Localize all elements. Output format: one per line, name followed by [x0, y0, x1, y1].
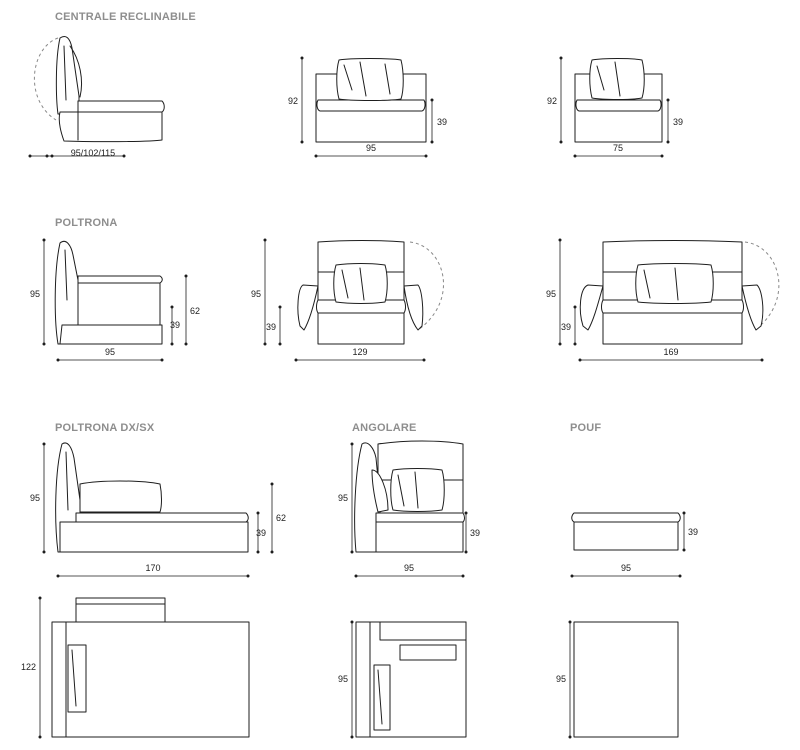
dim-poltrona-seat: 39 [170, 320, 180, 330]
poltrona-129-dims: 95 39 129 [251, 238, 426, 362]
dim-poltrona-dxsx-width: 170 [145, 563, 160, 573]
poltrona-dxsx-side-view [55, 442, 249, 553]
centrale-front-view [315, 58, 427, 143]
poltrona-dxsx-plan-dims: 122 [21, 596, 42, 739]
dim-centrale-75-seat: 39 [673, 117, 683, 127]
dim-poltrona-129-height: 95 [251, 289, 261, 299]
dim-poltrona-169-seat: 39 [561, 322, 571, 332]
section-title-poltrona: POLTRONA [55, 217, 118, 229]
section-title-poltrona-dx-sx: POLTRONA DX/SX [55, 422, 155, 434]
centrale-75-dims: 92 39 75 [547, 56, 683, 158]
dim-poltrona-dxsx-height: 95 [30, 493, 40, 503]
centrale-width-dim: 95/102/115 [28, 148, 126, 158]
dim-angolare-width: 95 [404, 563, 414, 573]
poltrona-129-front-view [297, 240, 444, 345]
poltrona-side-dims: 95 62 39 95 [30, 238, 200, 362]
dim-poltrona-dxsx-depth: 122 [21, 662, 36, 672]
dim-pouf-depth: 95 [556, 674, 566, 684]
pouf-plan-dims: 95 [556, 620, 572, 739]
poltrona-dxsx-dims: 95 62 39 170 [30, 442, 286, 578]
dim-centrale-75-width: 75 [613, 143, 623, 153]
pouf-plan-view [573, 621, 679, 738]
dim-centrale-width: 95 [366, 143, 376, 153]
poltrona-169-dims: 95 39 169 [546, 238, 764, 362]
dim-pouf-seat: 39 [688, 527, 698, 537]
dim-poltrona-dxsx-seat: 39 [256, 528, 266, 538]
dim-poltrona-129-seat: 39 [266, 322, 276, 332]
dim-centrale-height: 92 [288, 96, 298, 106]
pouf-side-view [571, 512, 681, 551]
section-title-pouf: POUF [570, 422, 602, 434]
dim-pouf-width: 95 [621, 563, 631, 573]
poltrona-side-view [54, 240, 163, 345]
centrale-75-front-view [574, 58, 663, 143]
poltrona-dxsx-plan-view [51, 597, 250, 738]
angolare-side-view [354, 440, 465, 553]
pouf-dims: 39 95 [570, 511, 698, 578]
dim-poltrona-129-width: 129 [352, 347, 367, 357]
dim-angolare-seat: 39 [470, 528, 480, 538]
dim-angolare-height: 95 [338, 493, 348, 503]
poltrona-169-front-view [579, 240, 780, 345]
dim-poltrona-169-height: 95 [546, 289, 556, 299]
angolare-plan-dims: 95 [338, 620, 354, 739]
dim-poltrona-169-width: 169 [663, 347, 678, 357]
dim-angolare-depth: 95 [338, 674, 348, 684]
dim-centrale-75-height: 92 [547, 96, 557, 106]
dim-poltrona-height: 95 [30, 289, 40, 299]
angolare-dims: 95 39 95 [338, 442, 480, 578]
section-title-angolare: ANGOLARE [352, 422, 417, 434]
dim-centrale-depth: 95/102/115 [71, 148, 115, 158]
dim-centrale-seat: 39 [437, 117, 447, 127]
dim-poltrona-arm: 62 [190, 306, 200, 316]
dim-poltrona-depth: 95 [105, 347, 115, 357]
dim-poltrona-dxsx-arm: 62 [276, 513, 286, 523]
centrale-front-dims: 92 39 95 [288, 56, 447, 158]
centrale-side-view [33, 35, 165, 143]
angolare-plan-view [355, 621, 467, 738]
section-title-centrale-reclinabile: CENTRALE RECLINABILE [55, 11, 196, 23]
